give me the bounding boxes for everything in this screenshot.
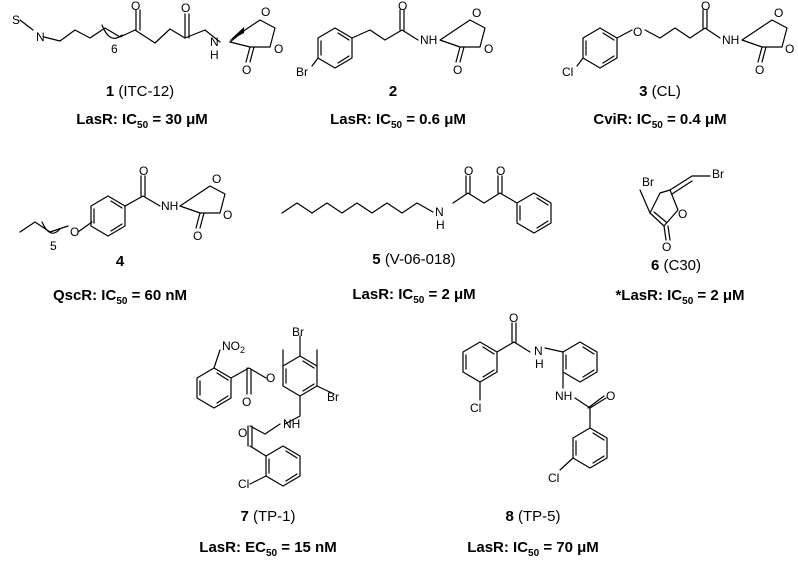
compound-3-label: 3 (CL) — [639, 83, 681, 100]
atom-Br: Br — [327, 390, 339, 404]
compound-labels: 1 (ITC-12) LasR: IC50 = 30 μM 2 LasR: IC… — [53, 83, 745, 559]
atom-NH: N — [210, 35, 219, 49]
atom-Br: Br — [642, 175, 654, 189]
atom-O: O — [606, 389, 615, 403]
atom-O: O — [701, 0, 710, 13]
structure-5: N H O O — [281, 164, 552, 234]
compound-1-label: 1 (ITC-12) — [106, 83, 174, 100]
compound-1-activity: LasR: IC50 = 30 μM — [76, 111, 208, 131]
compound-3-activity: CviR: IC50 = 0.4 μM — [593, 111, 726, 131]
atom-NH: N — [534, 344, 543, 358]
atom-O: O — [774, 6, 783, 20]
atom-O: O — [223, 208, 232, 222]
compound-5-label: 5 (V-06-018) — [372, 251, 455, 268]
compound-7-label: 7 (TP-1) — [240, 508, 295, 525]
atom-O: O — [509, 311, 518, 325]
atom-NH: NH — [161, 199, 178, 213]
atom-O: O — [212, 172, 221, 186]
atom-O: O — [633, 25, 642, 39]
structure-8: N H O Cl NH O Cl — [462, 311, 615, 485]
atom-O: O — [242, 395, 251, 409]
structure-3: Cl O O NH O O O — [562, 0, 794, 79]
atom-O: O — [662, 240, 671, 254]
compound-2-activity: LasR: IC50 = 0.6 μM — [330, 111, 466, 131]
atom-N: N — [36, 30, 45, 44]
atom-O: O — [484, 42, 493, 56]
atom-S: S — [12, 13, 20, 27]
atom-O: O — [261, 5, 270, 19]
compound-5-activity: LasR: IC50 = 2 μM — [352, 286, 475, 306]
atom-O: O — [274, 42, 283, 56]
atom-O: O — [242, 63, 251, 77]
atom-O: O — [238, 426, 247, 440]
compound-7-activity: LasR: EC50 = 15 nM — [199, 539, 336, 559]
subscript-5: 5 — [50, 239, 57, 253]
compound-8-label: 8 (TP-5) — [505, 508, 560, 525]
atom-Cl: Cl — [238, 477, 249, 491]
structure-2: Br O NH O O O — [296, 0, 493, 79]
atom-Cl: Cl — [562, 65, 573, 79]
atom-O: O — [472, 6, 481, 20]
atom-O: O — [755, 63, 764, 77]
atom-O: O — [70, 225, 79, 239]
atom-NO2: NO2 — [222, 339, 245, 355]
atom-Br: Br — [296, 65, 308, 79]
atom-Cl: Cl — [470, 401, 481, 415]
compound-4-label: 4 — [116, 253, 125, 270]
atom-O: O — [496, 164, 505, 178]
atom-NH: NH — [555, 389, 572, 403]
structure-4: O 5 O NH O O O — [19, 164, 232, 253]
compound-8-activity: LasR: IC50 = 70 μM — [467, 539, 599, 559]
atom-Br: Br — [712, 167, 724, 181]
atom-O: O — [464, 164, 473, 178]
atom-O: O — [266, 371, 275, 385]
structure-7: NO2 O O Br Br NH O Cl — [196, 325, 339, 491]
atom-NH: NH — [420, 33, 437, 47]
atom-H: H — [436, 218, 445, 232]
compound-6-label: 6 (C30) — [651, 257, 701, 274]
atom-O: O — [785, 42, 794, 56]
compound-2-label: 2 — [389, 83, 397, 100]
compound-4-activity: QscR: IC50 = 60 nM — [53, 287, 187, 307]
atom-NH: NH — [722, 33, 739, 47]
atom-O: O — [398, 0, 407, 13]
atom-H: H — [535, 357, 544, 371]
atom-H: H — [210, 48, 219, 62]
atom-O: O — [139, 164, 148, 178]
atom-O: O — [453, 63, 462, 77]
atom-O: O — [181, 1, 190, 15]
subscript-6: 6 — [111, 42, 118, 56]
atom-NH: NH — [283, 417, 300, 431]
atom-Br: Br — [292, 325, 304, 339]
atom-N: N — [435, 205, 444, 219]
compound-6-activity: *LasR: IC50 = 2 μM — [615, 287, 744, 307]
structure-6: Br Br O O — [639, 167, 724, 254]
atom-O: O — [678, 207, 687, 221]
atom-O: O — [193, 229, 202, 243]
atom-O: O — [131, 0, 140, 13]
atom-Cl: Cl — [548, 471, 559, 485]
structure-1: S N O 6 O N H O O O — [12, 0, 283, 77]
